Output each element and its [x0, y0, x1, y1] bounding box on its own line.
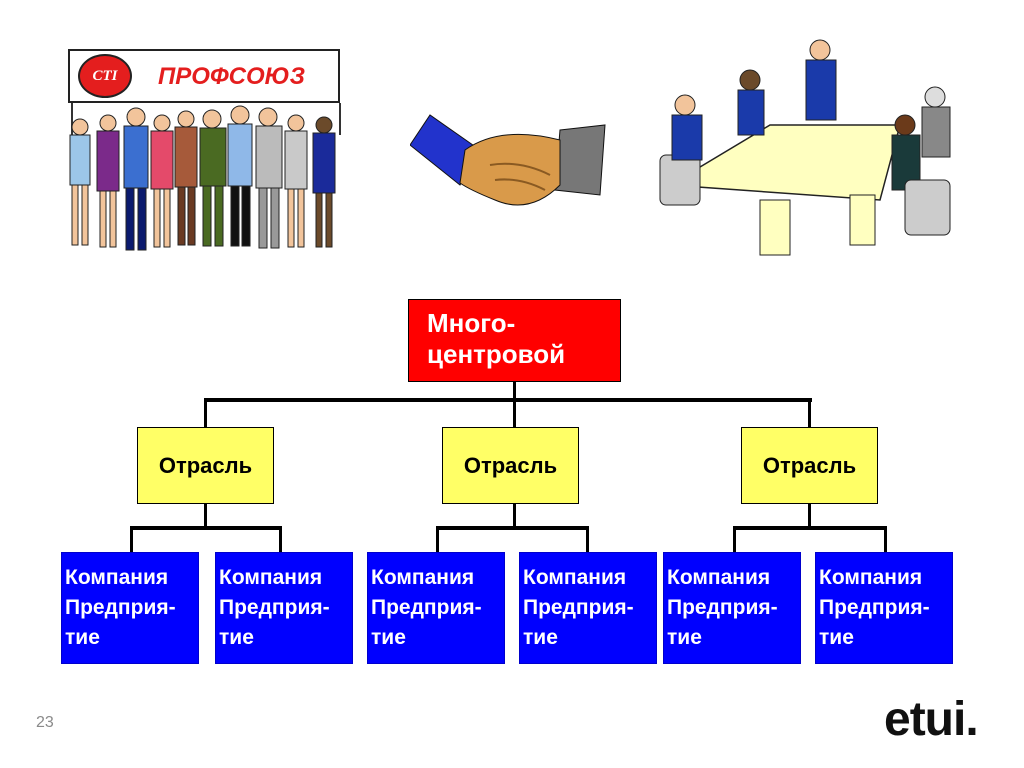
- connector-branch2-down: [513, 504, 516, 528]
- root-node-multicenter: Много- центровой: [408, 299, 621, 382]
- leaf-node-company-2: Компания Предприя- тие: [215, 552, 353, 664]
- branch-node-industry-1: Отрасль: [137, 427, 274, 504]
- connector-branch3-up: [808, 400, 811, 427]
- connector-leaf6-up: [884, 528, 887, 553]
- connector-branch3-down: [808, 504, 811, 528]
- connector-leaf1-up: [130, 528, 133, 553]
- connector-root-down: [513, 382, 516, 400]
- connector-leaf4-up: [586, 528, 589, 553]
- connector-leaf5-up: [733, 528, 736, 553]
- connector-root-bar: [204, 398, 812, 402]
- union-title: ПРОФСОЮЗ: [158, 63, 306, 90]
- connector-leaf3-up: [436, 528, 439, 553]
- etui-logo: etui.: [884, 693, 979, 746]
- page-number: 23: [36, 714, 54, 731]
- leaf-node-company-1: Компания Предприя- тие: [61, 552, 199, 664]
- leaf-node-company-6: Компания Предприя- тие: [815, 552, 953, 664]
- trade-union-illustration: CTI ПРОФСОЮЗ: [60, 45, 350, 260]
- branch-node-industry-3: Отрасль: [741, 427, 878, 504]
- leaf-node-company-3: Компания Предприя- тие: [367, 552, 505, 664]
- leaf-node-company-5: Компания Предприя- тие: [663, 552, 801, 664]
- connector-branch2-up: [513, 400, 516, 427]
- meeting-table-icon: [659, 39, 951, 256]
- connector-branch1-down: [204, 504, 207, 528]
- connector-branch2-bar: [436, 526, 589, 530]
- branch-node-industry-2: Отрасль: [442, 427, 579, 504]
- handshake-icon: [410, 114, 606, 206]
- cti-badge: CTI: [78, 54, 132, 98]
- connector-branch1-up: [204, 400, 207, 427]
- union-banner: CTI ПРОФСОЮЗ: [68, 49, 340, 103]
- connector-leaf2-up: [279, 528, 282, 553]
- connector-branch1-bar: [130, 526, 282, 530]
- connector-branch3-bar: [733, 526, 887, 530]
- leaf-node-company-4: Компания Предприя- тие: [519, 552, 657, 664]
- union-crowd-icon: [69, 103, 341, 251]
